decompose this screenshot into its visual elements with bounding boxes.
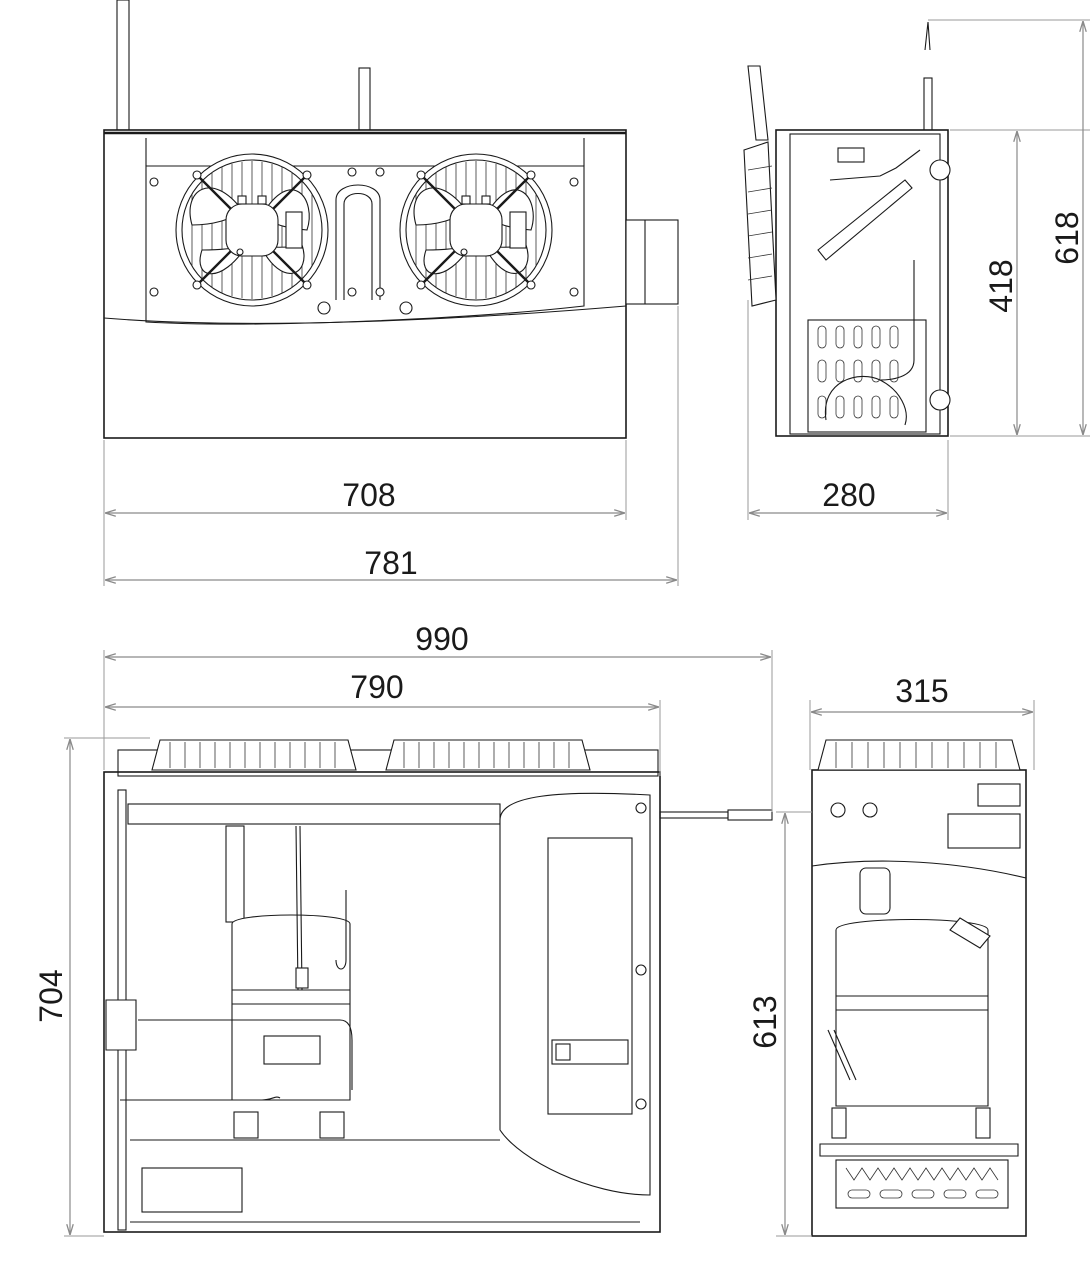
dimensions: 708 781 280 418 618 990 790 704 315 613 <box>33 19 1090 1237</box>
dim-280: 280 <box>822 477 875 513</box>
bottom-side-view <box>811 739 1027 1237</box>
top-side-view <box>743 21 951 437</box>
bottom-front-view <box>103 739 773 1233</box>
dim-790: 790 <box>350 669 403 705</box>
dim-781: 781 <box>364 545 417 581</box>
dim-704: 704 <box>33 969 69 1022</box>
dim-315: 315 <box>895 673 948 709</box>
dim-618: 618 <box>1049 211 1085 264</box>
dim-418: 418 <box>983 259 1019 312</box>
dim-708: 708 <box>342 477 395 513</box>
dim-990: 990 <box>415 621 468 657</box>
top-front-view <box>103 0 679 439</box>
dim-613: 613 <box>747 995 783 1048</box>
